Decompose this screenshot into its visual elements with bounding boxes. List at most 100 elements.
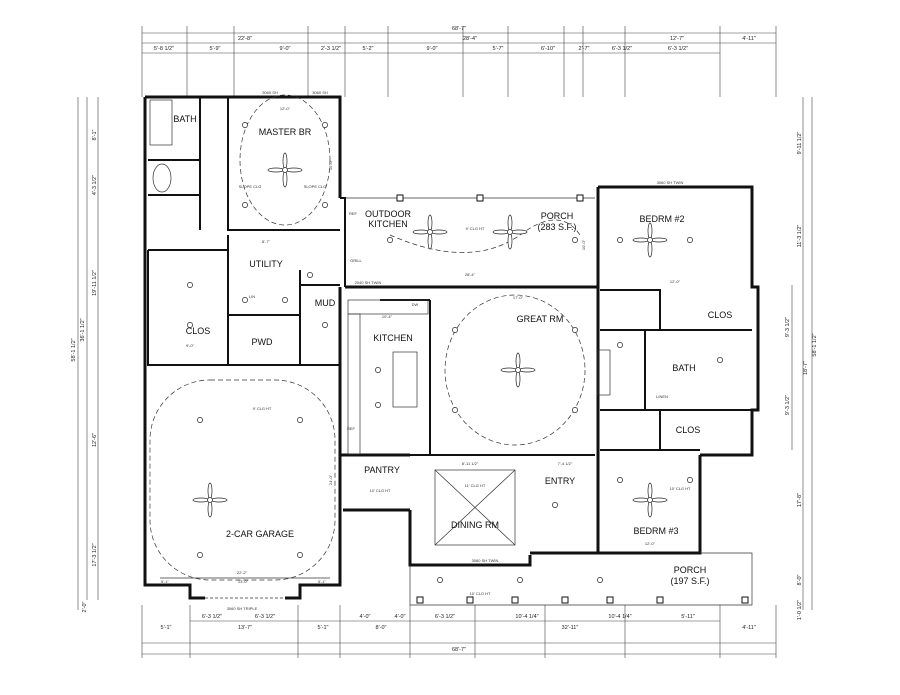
fan-blade	[650, 237, 668, 243]
fan-blade	[515, 370, 521, 388]
room-label-outdoor-kitchen: OUTDOOR	[365, 209, 411, 219]
dim-top: 28'-4"	[463, 36, 477, 42]
fan-blade	[632, 237, 650, 243]
fan-hub	[427, 229, 433, 235]
dim-top: 5'-2"	[363, 46, 374, 52]
porch-post	[396, 194, 404, 202]
dim-bottom: 6'-3 1/2"	[202, 614, 222, 620]
light-fixture-icon	[687, 477, 693, 483]
ceiling-fan-icon	[412, 214, 448, 250]
fireplace	[597, 349, 611, 396]
dim-top: 5'-8 1/2"	[154, 46, 174, 52]
dim-bottom: 32'-11"	[562, 625, 579, 631]
dim-bed2-width: 12'-0"	[670, 279, 681, 284]
dim-top: 2'-7"	[579, 46, 590, 52]
fan-blade	[210, 497, 228, 503]
light-fixture-icon	[297, 552, 303, 558]
kitchen-counter	[347, 299, 429, 315]
dim-bottom: 10'-4 1/4"	[608, 614, 631, 620]
dim-dining-width: 8'-11 1/2"	[462, 461, 479, 466]
fan-blade	[412, 229, 430, 235]
fan-blade	[207, 500, 213, 518]
fan-blade	[650, 497, 668, 503]
dim-right: 9'-3 1/2"	[785, 317, 791, 337]
room-label-clos-2: CLOS	[708, 310, 733, 320]
fan-hub	[647, 237, 653, 243]
dim-bed3-width: 12'-0"	[645, 541, 656, 546]
light-fixture-icon	[552, 502, 558, 508]
appliance-dw: DW	[412, 302, 419, 307]
fan-blade	[647, 240, 653, 258]
light-fixture-icon	[717, 357, 723, 363]
light-fixture-icon	[322, 122, 328, 128]
room-label-entry: ENTRY	[545, 476, 575, 486]
porch-post	[466, 596, 474, 604]
appliance-grill: GRILL	[350, 258, 362, 263]
dim-bottom: 5'-11"	[681, 614, 695, 620]
ceiling-fan-icon	[267, 152, 303, 188]
fan-blade	[427, 232, 433, 250]
dining-tray-ceiling	[434, 469, 516, 546]
room-label-pantry: PANTRY	[364, 465, 400, 475]
fan-hub	[282, 167, 288, 173]
light-fixture-icon	[242, 122, 248, 128]
light-fixture-icon	[687, 237, 693, 243]
light-fixture-icon	[617, 342, 623, 348]
light-fixture-icon	[597, 577, 603, 583]
note-linen: LINEN	[656, 394, 668, 399]
dim-top-overall: 68'-7"	[452, 26, 466, 32]
dim-bottom: 13'-7"	[238, 625, 252, 631]
dim-right: 9'-11 1/2"	[797, 132, 803, 155]
dim-top: 6'-3 1/2"	[612, 46, 632, 52]
dim-left: 12'-6"	[92, 433, 98, 447]
great-room-light-circuit	[444, 294, 586, 446]
kitchen-island	[392, 351, 418, 408]
dim-master-width: 12'-0"	[280, 106, 291, 111]
dim-right: 18'-7"	[803, 361, 809, 375]
fan-blade	[647, 482, 653, 500]
fan-blade	[282, 170, 288, 188]
note-lin: LIN	[249, 294, 255, 299]
note-clg: 11' CLG HT	[465, 483, 486, 488]
room-label-pwd: PWD	[252, 337, 273, 347]
window-tag: 3060 SH	[262, 90, 278, 95]
room-label-porch-front: PORCH	[674, 565, 707, 575]
dim-bottom: 4'-11"	[742, 625, 756, 631]
room-label-mud: MUD	[315, 298, 336, 308]
dim-left: 36'-1 1/2"	[80, 318, 86, 341]
fan-blade	[192, 497, 210, 503]
window-tag: 3060 SH TWIN	[657, 180, 684, 185]
garage-light-circuit	[149, 379, 336, 581]
fan-blade	[430, 229, 448, 235]
dim-bottom: 4'-0"	[395, 614, 406, 620]
light-fixture-icon	[572, 327, 578, 333]
window-tag: 2040 SH TWIN	[355, 280, 382, 285]
light-fixture-icon	[187, 322, 193, 328]
note-clg: 9' CLG HT	[253, 406, 272, 411]
fan-blade	[647, 222, 653, 240]
dim-bottom-overall: 68'-7"	[452, 647, 466, 653]
appliance-ref: REF	[347, 426, 356, 431]
dim-garage-depth: 24'-0"	[328, 474, 333, 485]
dim-great-width: 17'-0"	[513, 295, 524, 300]
light-fixture-icon	[437, 577, 443, 583]
dimension-lines	[77, 26, 813, 658]
dim-utility-width: 8'-7"	[262, 239, 271, 244]
fan-blade	[492, 229, 510, 235]
shower	[149, 99, 173, 146]
dim-bottom: 5'-1"	[161, 625, 172, 631]
light-fixture-icon	[452, 327, 458, 333]
light-fixture-icon	[517, 577, 523, 583]
dim-top: 5'-9"	[210, 46, 221, 52]
ceiling-fan-icon	[632, 482, 668, 518]
dim-bottom: 5'-1"	[318, 625, 329, 631]
room-label-garage: 2-CAR GARAGE	[226, 529, 294, 539]
dim-bottom: 6'-3 1/2"	[435, 614, 455, 620]
room-label-master-br: MASTER BR	[259, 127, 312, 137]
kitchen-counter	[347, 313, 361, 455]
dim-left: 19'-11 1/2"	[92, 270, 98, 296]
room-label-porch-area: (283 S.F.)	[537, 222, 576, 232]
fan-blade	[207, 482, 213, 500]
light-fixture-icon	[197, 552, 203, 558]
